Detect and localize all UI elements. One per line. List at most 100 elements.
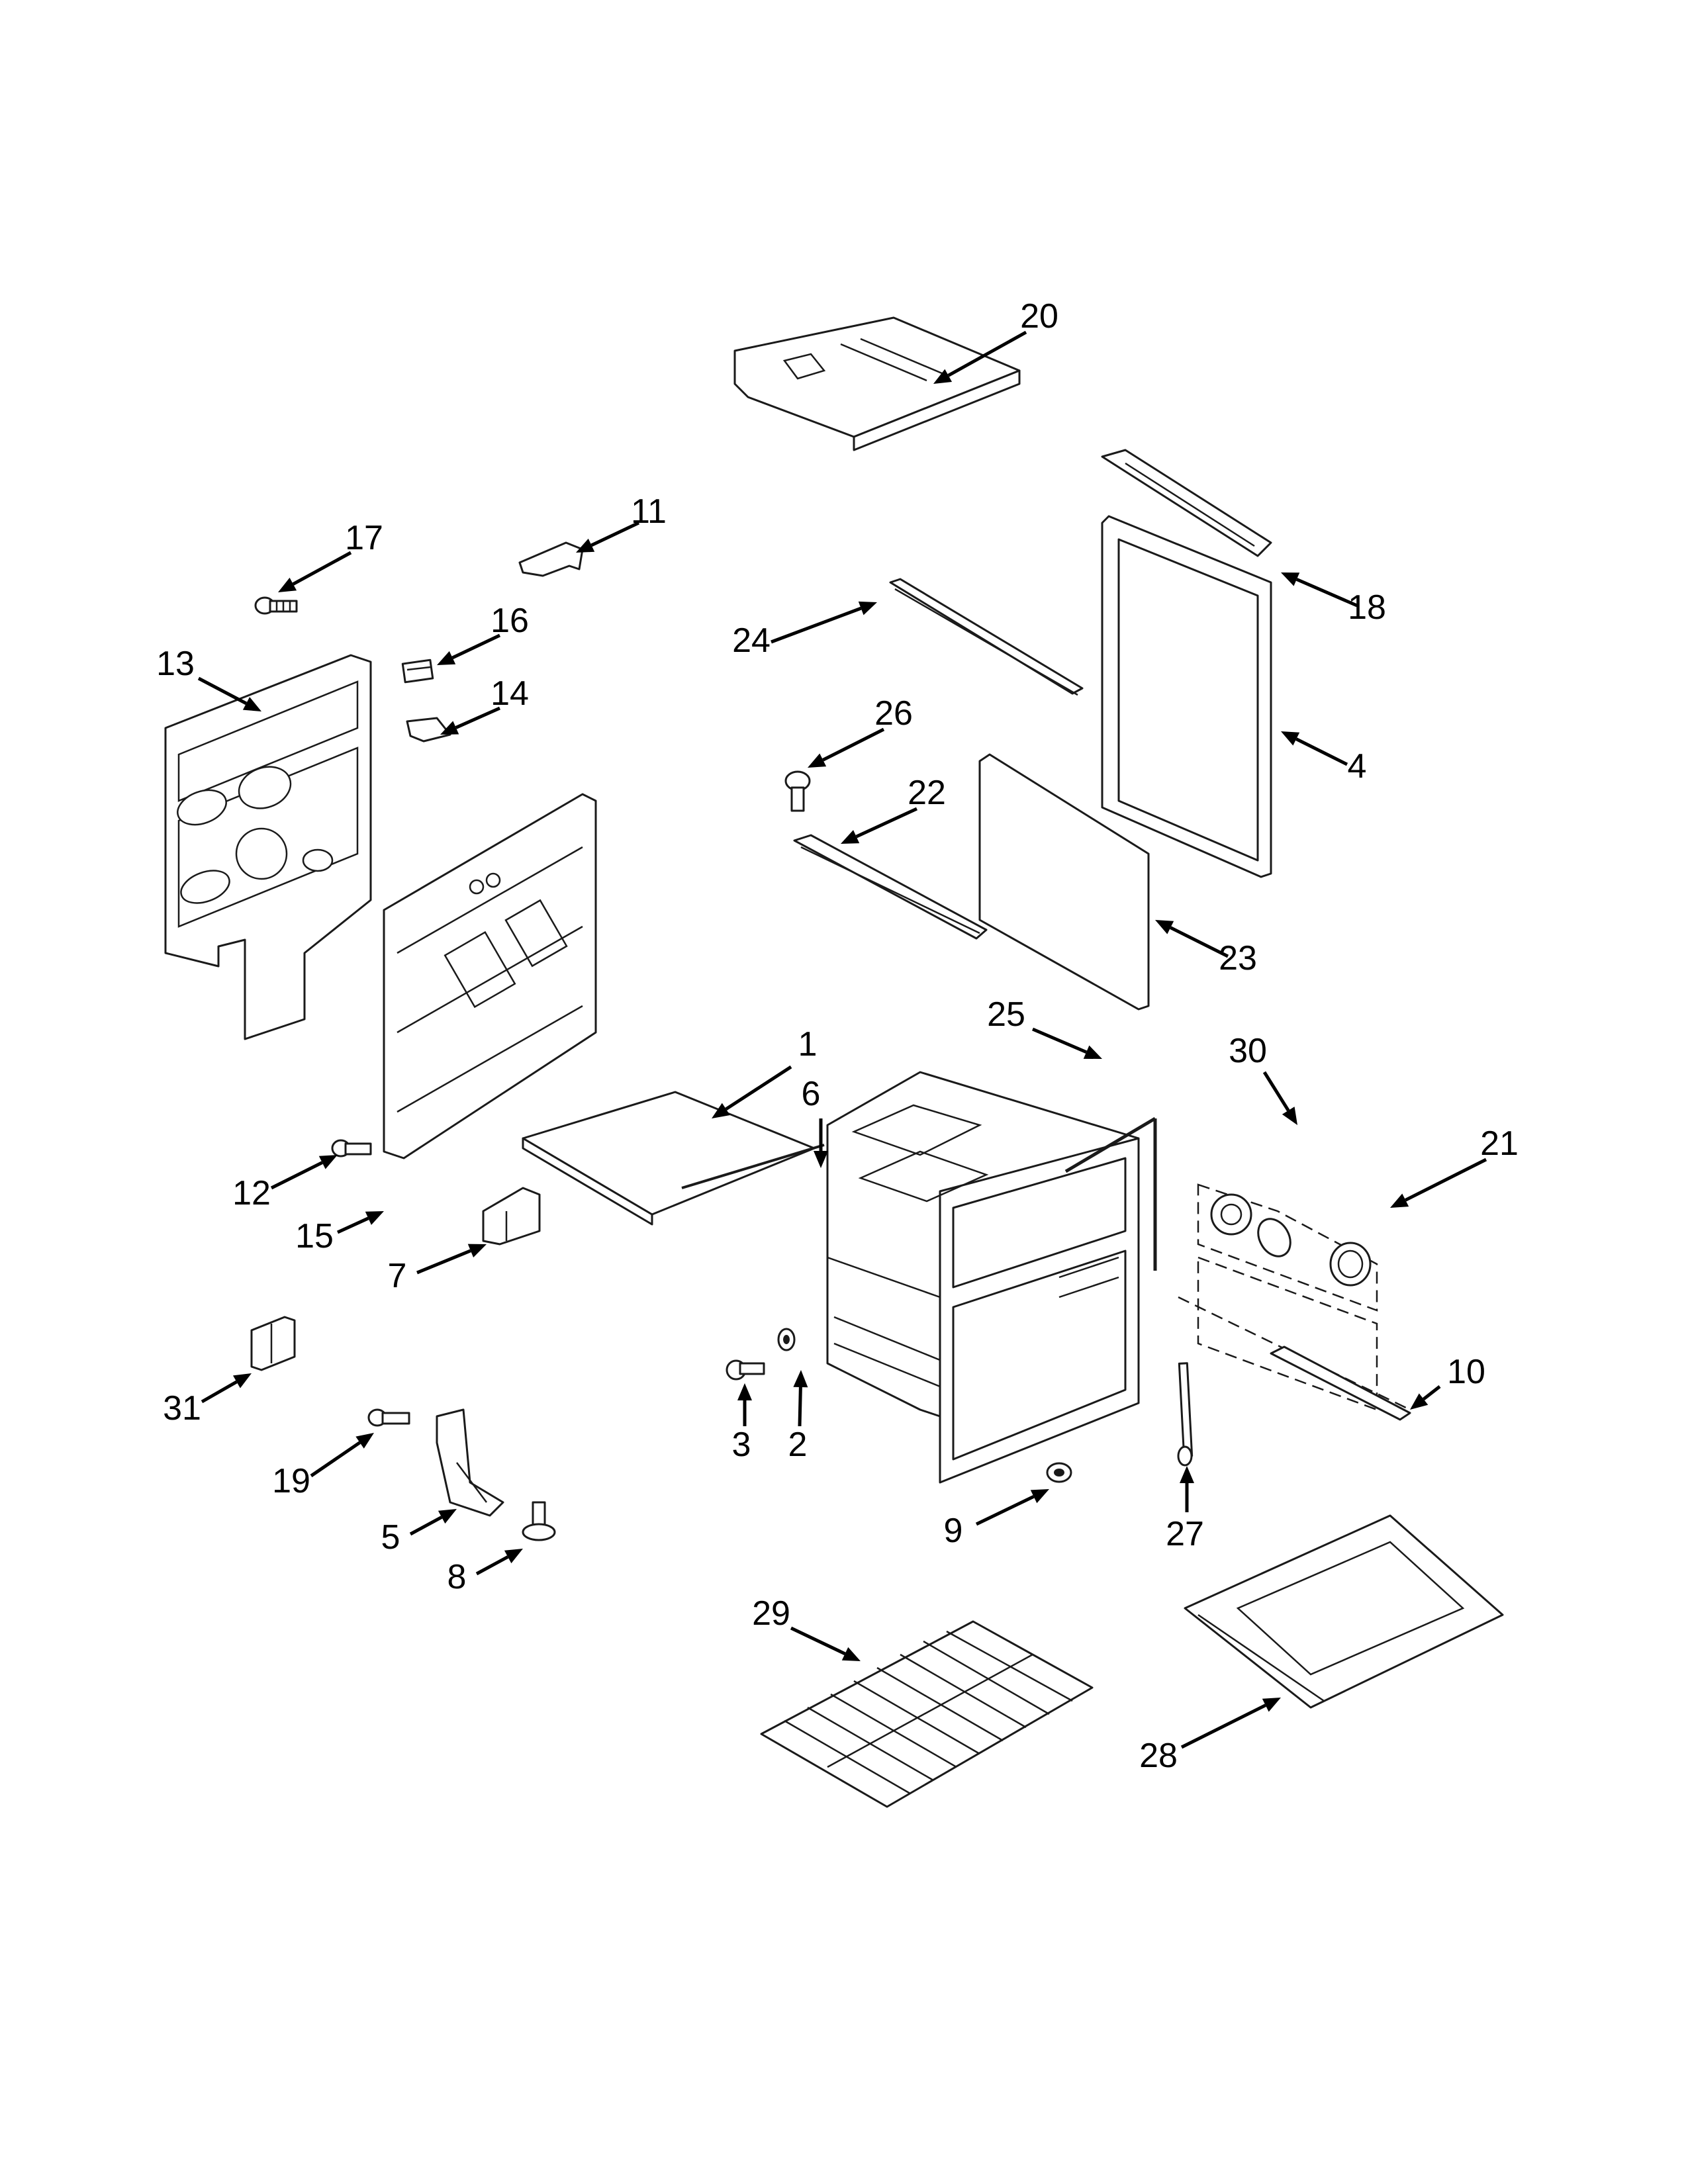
part-29-oven-rack [760,1620,1094,1808]
arrowhead-9 [1030,1489,1049,1504]
part-23-panel [978,753,1150,1011]
leader-line-11 [590,521,640,547]
arrowhead-29 [841,1647,861,1661]
arrowhead-26 [808,753,827,768]
leader-line-24 [771,606,862,644]
callout-label-28: 28 [1139,1737,1178,1775]
leader-line-22 [855,807,918,839]
arrowhead-19 [355,1433,374,1449]
arrowhead-20 [933,369,953,384]
callout-label-30: 30 [1229,1032,1267,1070]
callout-5: 5 [381,1509,457,1557]
arrowhead-28 [1262,1698,1281,1712]
arrowhead-10 [1410,1393,1429,1410]
callout-label-26: 26 [874,694,913,733]
part-17-screw [254,596,298,615]
callout-label-23: 23 [1219,939,1257,978]
leader-line-17 [292,551,352,586]
arrowhead-11 [576,538,595,553]
callout-label-14: 14 [491,674,529,713]
part-22-bracket [793,834,988,940]
part-18-vent-trim [1101,449,1272,557]
part-25-oven-cavity [826,1071,1140,1484]
callout-30: 30 [1229,1032,1297,1125]
leader-line-14 [455,706,501,729]
callout-25: 25 [987,995,1102,1059]
leader-line-26 [822,727,885,762]
callout-11: 11 [576,492,667,553]
leader-line-19 [310,1441,361,1478]
part-27-probe [1177,1362,1194,1467]
callout-label-7: 7 [388,1257,407,1295]
arrowhead-24 [858,601,877,615]
part-6-rod [681,1144,825,1189]
callout-label-17: 17 [345,519,383,557]
part-7-bracket [482,1187,541,1246]
arrowhead-25 [1083,1045,1102,1059]
leader-line-21 [1405,1158,1487,1202]
callout-label-24: 24 [732,621,771,660]
leader-line-5 [409,1516,443,1536]
callout-label-5: 5 [381,1518,400,1557]
callout-2: 2 [788,1370,808,1464]
callout-27: 27 [1166,1466,1204,1553]
callout-label-11: 11 [631,492,667,531]
arrowhead-23 [1155,920,1174,934]
callout-label-22: 22 [908,774,946,812]
callout-3: 3 [732,1383,752,1464]
arrowhead-18 [1281,572,1300,586]
leader-line-20 [947,330,1027,377]
arrowhead-14 [440,721,459,735]
part-19-screw [367,1408,410,1427]
callout-label-6: 6 [802,1075,821,1113]
callout-label-29: 29 [752,1594,790,1633]
part-10-sensor [1178,1296,1411,1421]
arrowhead-4 [1281,731,1300,746]
arrowhead-13 [242,697,261,711]
leader-line-16 [451,633,501,660]
callout-label-20: 20 [1020,297,1058,336]
callout-26: 26 [808,694,913,768]
callout-layer: 1234567891011121314151617181920212223242… [156,297,1519,1775]
callout-9: 9 [944,1489,1049,1550]
part-13-rear-panel [164,654,372,1040]
part-11-bracket [518,541,584,577]
callout-label-21: 21 [1480,1124,1519,1163]
part-24-rail [889,578,1084,696]
callout-22: 22 [841,774,946,844]
callout-label-2: 2 [788,1426,808,1464]
leader-line-25 [1032,1027,1088,1054]
callout-13: 13 [156,645,261,711]
callout-label-4: 4 [1348,747,1367,786]
arrowhead-31 [232,1373,252,1388]
callout-6: 6 [802,1075,828,1168]
part-26-screw [784,770,811,812]
part-14-clip [406,717,451,743]
callout-21: 21 [1390,1124,1519,1208]
callout-20: 20 [933,297,1058,384]
leader-line-7 [416,1249,471,1275]
callout-label-27: 27 [1166,1515,1204,1553]
callout-label-10: 10 [1447,1353,1485,1391]
leader-line-28 [1180,1704,1266,1749]
arrowhead-27 [1180,1466,1194,1483]
arrowhead-5 [438,1509,457,1524]
callout-label-3: 3 [732,1426,751,1464]
callout-24: 24 [732,601,877,660]
arrowhead-15 [365,1211,384,1225]
leader-line-8 [475,1555,509,1576]
callout-label-18: 18 [1348,588,1386,627]
callout-29: 29 [752,1594,861,1661]
part-1-shelf [522,1091,816,1226]
leader-line-15 [336,1216,369,1234]
callout-label-31: 31 [163,1389,201,1428]
callout-15: 15 [295,1211,384,1255]
callout-23: 23 [1155,920,1257,978]
leader-line-31 [201,1380,238,1404]
arrowhead-16 [437,651,456,665]
callout-label-13: 13 [156,645,195,683]
callout-label-19: 19 [272,1462,310,1500]
part-20-top-panel [733,316,1021,451]
arrowhead-8 [504,1549,523,1564]
